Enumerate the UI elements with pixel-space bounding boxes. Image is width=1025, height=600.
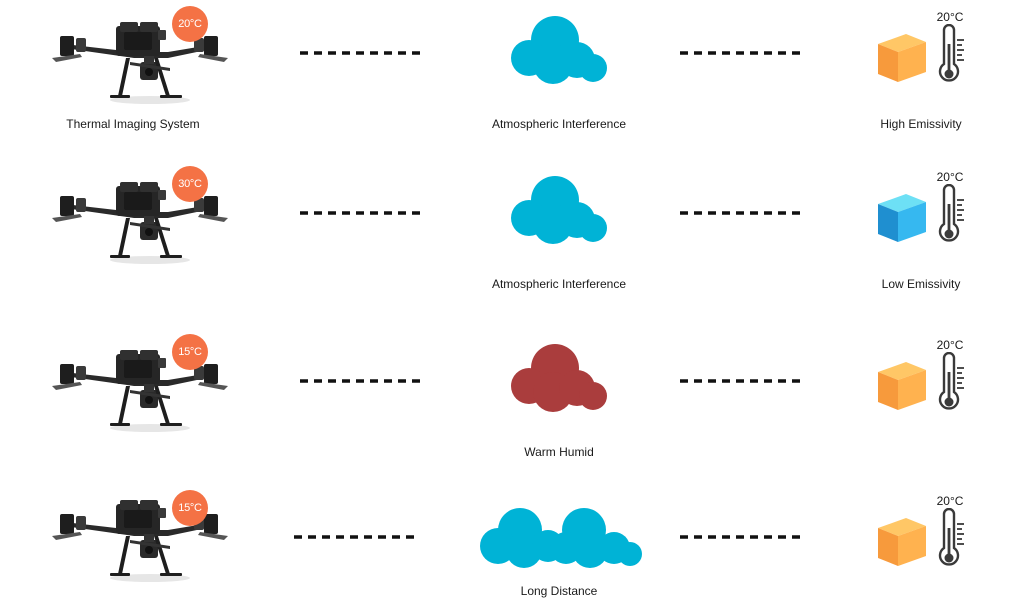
dashed-connector-right xyxy=(678,210,808,216)
object-temperature: 20°C xyxy=(936,338,964,352)
blue-cube-icon xyxy=(878,194,926,242)
cloud-shape xyxy=(511,16,607,84)
object-temperature: 20°C xyxy=(936,494,964,508)
diagram-row-4: 15°C 20°C Long Distance xyxy=(0,484,1025,600)
object-label: High Emissivity xyxy=(880,117,962,131)
cloud-shape xyxy=(480,508,642,568)
orange-cube-icon xyxy=(878,362,926,410)
drone-temperature-badge: 15°C xyxy=(172,490,208,526)
orange-cube-icon xyxy=(878,518,926,566)
diagram-row-2: 30°C 20°C Atmospheric Interference Low E… xyxy=(0,160,1025,310)
diagram-row-3: 15°C 20°C Warm Humid xyxy=(0,328,1025,478)
object-label: Low Emissivity xyxy=(881,277,961,291)
object-temperature: 20°C xyxy=(936,170,964,184)
cloud-shape xyxy=(511,344,607,412)
thermometer-icon xyxy=(936,508,966,570)
thermometer-icon xyxy=(936,352,966,414)
dashed-connector-left xyxy=(298,210,428,216)
cloud-icon xyxy=(511,16,607,84)
drone-temperature-badge: 20°C xyxy=(172,6,208,42)
drone-temperature-badge: 15°C xyxy=(172,334,208,370)
medium-label: Long Distance xyxy=(520,584,598,598)
dashed-connector-left xyxy=(292,534,422,540)
dashed-connector-left xyxy=(298,378,428,384)
thermometer-icon xyxy=(936,24,966,86)
medium-label: Warm Humid xyxy=(524,445,594,459)
dashed-connector-right xyxy=(678,534,808,540)
dashed-connector-right xyxy=(678,378,808,384)
medium-label: Atmospheric Interference xyxy=(491,277,627,291)
cloud-icon xyxy=(511,176,607,244)
dashed-connector-right xyxy=(678,50,808,56)
thermometer-icon xyxy=(936,184,966,246)
dashed-connector-left xyxy=(298,50,428,56)
diagram-row-1: 20°C 20°C Thermal Imaging System Atmosph… xyxy=(0,0,1025,150)
orange-cube-icon xyxy=(878,34,926,82)
red-cloud-icon xyxy=(511,344,607,412)
drone-label: Thermal Imaging System xyxy=(66,117,200,131)
object-temperature: 20°C xyxy=(936,10,964,24)
drone-temperature-badge: 30°C xyxy=(172,166,208,202)
cloud-shape xyxy=(511,176,607,244)
double-cloud-icon xyxy=(480,508,642,568)
medium-label: Atmospheric Interference xyxy=(491,117,627,131)
